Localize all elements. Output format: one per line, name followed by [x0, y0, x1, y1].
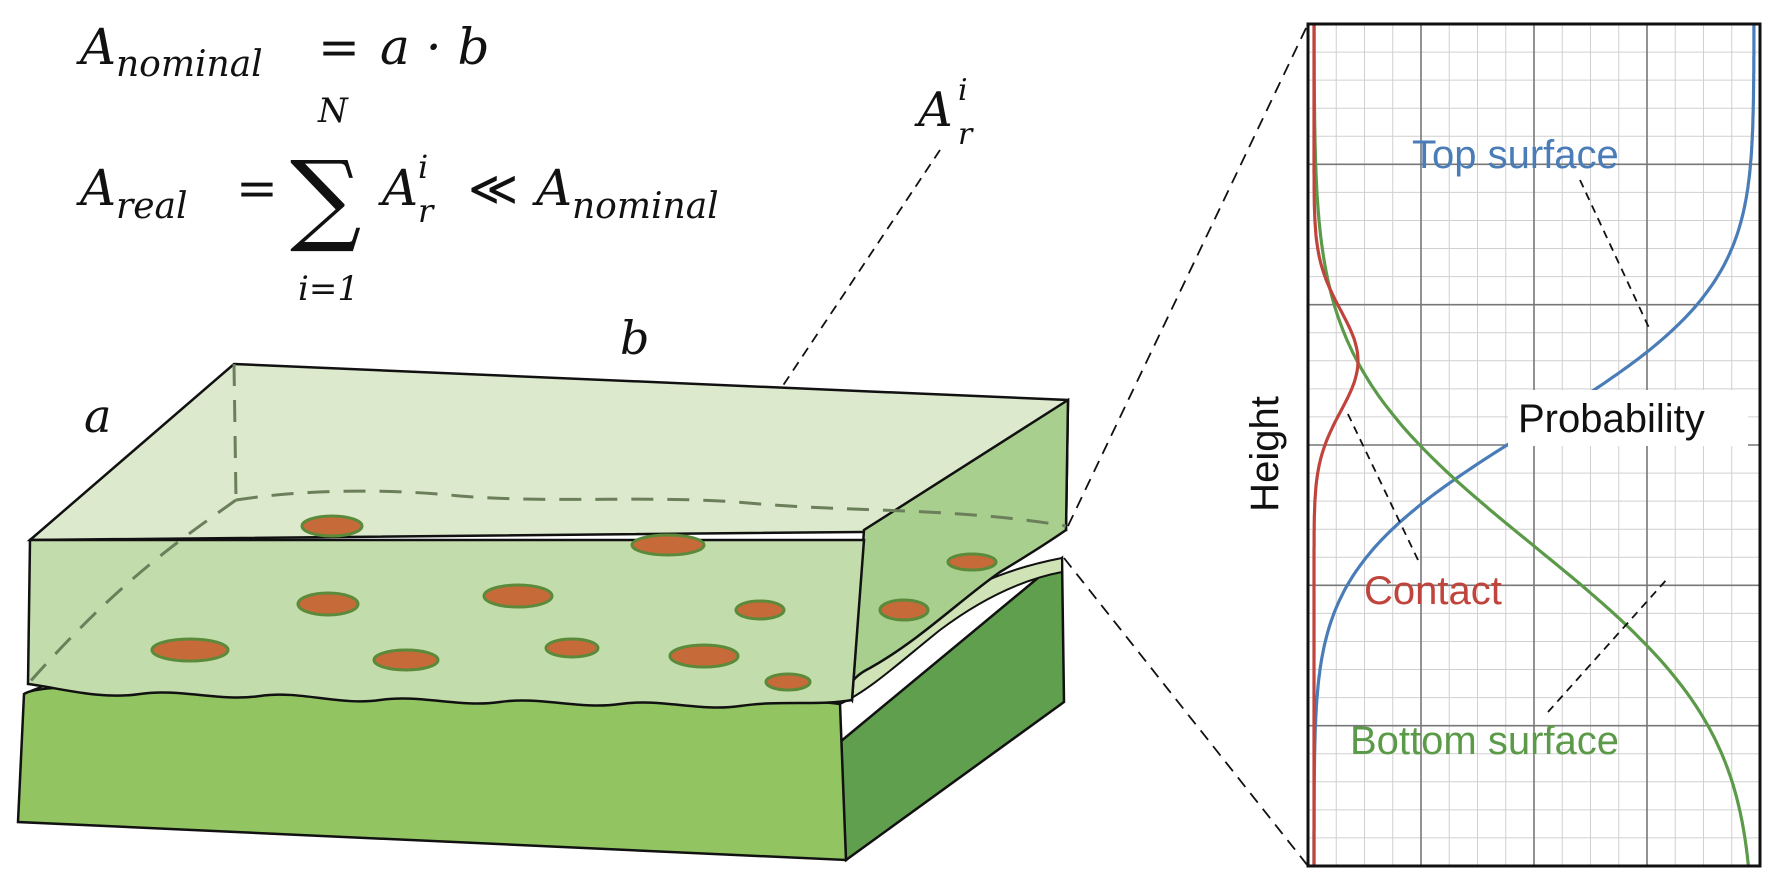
equation-nominal: A nominal = a · b	[76, 18, 490, 85]
series-line-contact	[1312, 24, 1360, 866]
series-leaders	[1345, 179, 1669, 713]
top-block-front-face	[26, 538, 866, 709]
contact-label-symbol: A	[914, 82, 953, 138]
eq-real-rhs-symbol: A	[532, 159, 572, 217]
eq-real-rhs-subscript: nominal	[572, 186, 719, 227]
eq-real-term-superscript: i	[418, 148, 428, 186]
contact-patch	[544, 637, 600, 659]
contact-patch	[296, 591, 360, 617]
bottom-block-front	[16, 685, 848, 862]
contact-patch	[764, 672, 812, 692]
zoom-line-bottom	[1063, 557, 1309, 867]
series-line-bottom-surface	[1312, 24, 1750, 867]
sum-symbol: ∑	[290, 139, 361, 256]
eq-nominal-lhs-symbol: A	[76, 18, 116, 76]
series-label-bottom-surface: Bottom surface	[1350, 719, 1619, 763]
contact-patches	[150, 514, 998, 692]
eq-real-term-symbol: A	[378, 159, 418, 217]
top-block-hidden-edges	[26, 363, 1067, 685]
eq-real-sum-upper: N	[317, 91, 349, 131]
chart-curves	[1312, 23, 1756, 867]
contact-label-superscript: i	[958, 73, 968, 108]
series-label-top-surface: Top surface	[1412, 133, 1619, 177]
eq-real-lhs-symbol: A	[76, 159, 116, 217]
eq-real-term-subscript: r	[418, 192, 435, 230]
contact-patch	[734, 599, 786, 621]
chart-frame	[1306, 22, 1762, 868]
top-block	[26, 362, 1070, 709]
eq-real-sum-lower: i=1	[298, 269, 359, 309]
chart-xlabel: Probability	[1518, 397, 1705, 441]
chart-ylabel: Height	[1243, 396, 1287, 512]
contact-patch	[946, 552, 998, 572]
contact-label-subscript: r	[958, 117, 974, 152]
eq-real-equals: =	[236, 159, 278, 217]
label-contact-area: A i r	[914, 73, 974, 152]
equation-real: A real = N ∑ i=1 A i r ≪ A nominal	[76, 91, 719, 309]
xlabel-backdrop	[1508, 390, 1748, 446]
zoom-line-top	[1067, 23, 1309, 527]
contact-patch	[630, 533, 706, 557]
eq-nominal-lhs-subscript: nominal	[116, 44, 263, 85]
series-label-contact: Contact	[1364, 569, 1502, 613]
label-b: b	[620, 311, 649, 365]
eq-nominal-rhs: a · b	[380, 18, 490, 76]
eq-real-lhs-subscript: real	[116, 186, 188, 227]
series-leader-line	[1547, 577, 1669, 713]
contact-patch	[372, 648, 440, 672]
eq-nominal-equals: =	[318, 18, 360, 76]
contact-patch	[300, 514, 364, 538]
label-a: a	[84, 389, 111, 443]
eq-real-relation: ≪	[468, 161, 518, 217]
contact-patch	[668, 643, 740, 669]
contact-patch	[482, 583, 554, 609]
contact-patch	[878, 598, 930, 622]
contact-patch	[150, 637, 230, 663]
